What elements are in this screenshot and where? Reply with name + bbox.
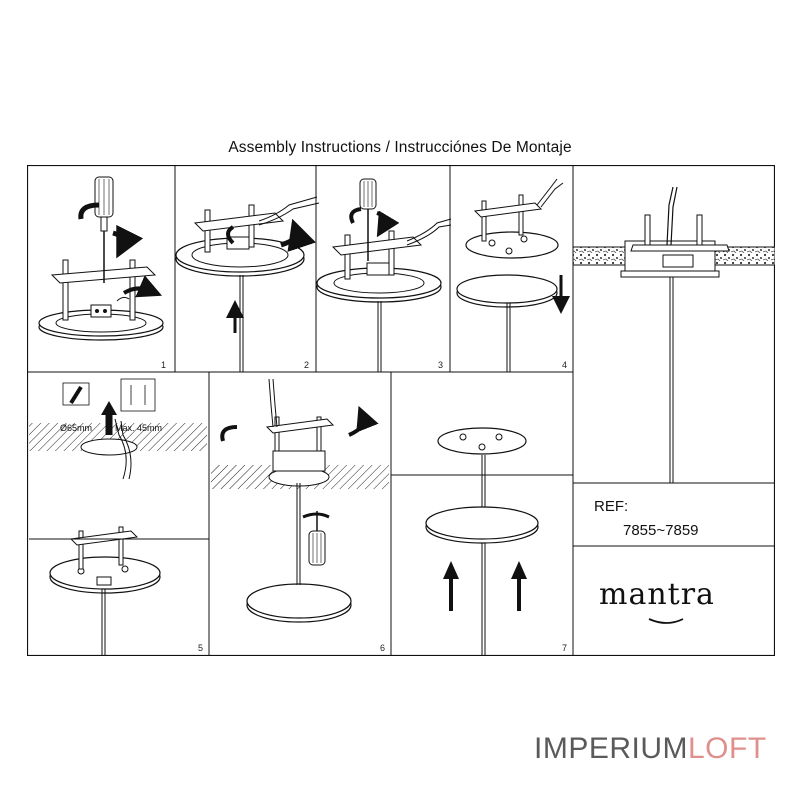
panel-number-6: 6	[380, 643, 386, 653]
brand-logo: mantra	[599, 577, 715, 612]
reference-codes: 7855~7859	[623, 522, 699, 539]
panel-1-drawing	[38, 176, 164, 341]
instruction-sheet: 1 2 3 4 5 6 7 Ø65mm Max. 45mm REF: 7855~…	[27, 165, 775, 656]
panel-4-drawing	[456, 178, 570, 372]
installed-view-drawing	[572, 186, 775, 483]
panel-number-5: 5	[198, 643, 204, 653]
panel-number-7: 7	[562, 643, 568, 653]
watermark-part-1: IMPERIUM	[534, 732, 688, 765]
panel-2-drawing	[175, 196, 320, 372]
logo-smile	[648, 618, 684, 624]
hole-diameter-label: Ø65mm	[60, 423, 93, 433]
reference-label: REF:	[594, 498, 629, 515]
watermark-part-2: LOFT	[688, 732, 767, 765]
panel-6-drawing	[211, 378, 389, 623]
panel-number-4: 4	[562, 360, 568, 370]
watermark: IMPERIUMLOFT	[534, 732, 767, 766]
max-depth-label: Max. 45mm	[115, 423, 163, 433]
panel-number-2: 2	[304, 360, 310, 370]
panel-5-drawing	[29, 378, 209, 656]
assembly-illustrations	[27, 165, 775, 656]
panel-number-3: 3	[438, 360, 444, 370]
panel-number-1: 1	[161, 360, 167, 370]
panel-7-drawing	[391, 427, 573, 656]
panel-3-drawing	[316, 178, 452, 372]
page-title: Assembly Instructions / Instrucciónes De…	[228, 139, 572, 156]
